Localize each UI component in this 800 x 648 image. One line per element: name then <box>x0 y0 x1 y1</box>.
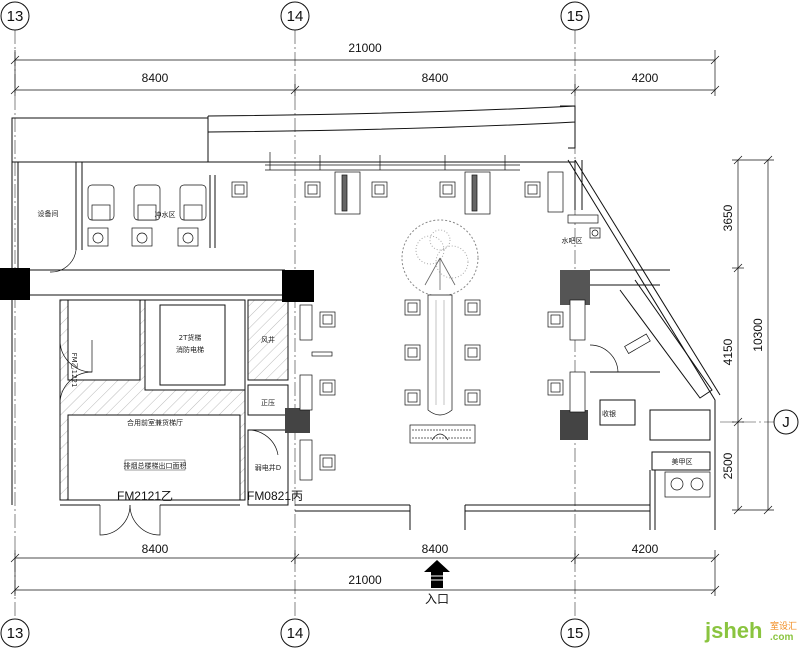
styling-stations <box>231 171 651 481</box>
dim-right-seg-3: 2500 <box>721 452 735 479</box>
room-elevator: 2T货梯消防电梯 <box>176 333 204 354</box>
tree-icon <box>401 219 479 297</box>
central-island <box>409 294 476 444</box>
grid-bubble-J: J <box>773 409 799 435</box>
svg-text:13: 13 <box>7 8 24 25</box>
svg-text:15: 15 <box>567 625 584 642</box>
svg-text:室设汇: 室设汇 <box>770 620 797 632</box>
dim-bottom-seg-3: 4200 <box>632 542 659 556</box>
room-wash-area: 冲水区 <box>155 210 176 219</box>
top-counter <box>265 152 520 171</box>
entrance-label: 入口 <box>425 592 449 606</box>
structural-columns <box>0 268 590 440</box>
room-water-bar: 水吧区 <box>562 236 583 245</box>
grid-bubble-14-bottom: 14 <box>280 618 310 648</box>
walls <box>11 105 721 530</box>
svg-text:J: J <box>782 414 790 431</box>
nail-stools <box>664 471 711 498</box>
room-lobby: 合用前室兼货梯厅 <box>127 418 183 427</box>
dim-top-seg-3: 4200 <box>632 71 659 85</box>
room-nail-area: 美甲区 <box>672 457 693 466</box>
dim-top-seg-1: 8400 <box>142 71 169 85</box>
room-shaft: 风井 <box>261 335 275 344</box>
lobby-sign: 排烟总楼梯出口面积 <box>124 459 187 471</box>
room-equipment: 设备间 <box>38 209 59 218</box>
wash-chairs <box>87 184 207 221</box>
watermark-logo: jsheh .com 室设汇 <box>704 618 797 643</box>
dim-bottom-seg-1: 8400 <box>142 542 169 556</box>
doors <box>49 249 619 536</box>
grid-bubble-14-top: 14 <box>280 1 310 31</box>
dim-top-seg-2: 8400 <box>422 71 449 85</box>
dim-bottom-total: 21000 <box>348 573 382 587</box>
dimension-top <box>10 50 720 96</box>
door-tag-bottom: FM2121乙 <box>117 489 173 503</box>
svg-text:14: 14 <box>287 8 304 25</box>
dim-right-seg-1: 3650 <box>721 204 735 231</box>
dim-right-seg-2: 4150 <box>721 338 735 365</box>
svg-text:.com: .com <box>770 632 793 643</box>
dim-top-total: 21000 <box>348 41 382 55</box>
dimension-right <box>732 155 774 515</box>
dim-right-total: 10300 <box>751 318 765 352</box>
svg-text:排烟总楼梯出口面积: 排烟总楼梯出口面积 <box>124 461 187 470</box>
door-tag-left: FM乙1221 <box>70 353 78 388</box>
svg-text:jsheh: jsheh <box>704 618 762 643</box>
room-pressure: 正压 <box>261 399 275 407</box>
svg-text:15: 15 <box>567 8 584 25</box>
grid-bubble-15-top: 15 <box>560 1 590 31</box>
grid-bubble-15-bottom: 15 <box>560 618 590 648</box>
door-tag-right: FM0821丙 <box>247 489 303 503</box>
entrance-arrow-icon <box>424 560 450 588</box>
dimension-bottom <box>10 550 720 596</box>
svg-text:13: 13 <box>7 625 24 642</box>
grid-bubble-13-top: 13 <box>0 1 30 31</box>
wash-basins <box>87 227 199 247</box>
room-strong-elec: 弱电井D <box>255 463 281 472</box>
svg-text:14: 14 <box>287 625 304 642</box>
dim-bottom-seg-2: 8400 <box>422 542 449 556</box>
room-cashier: 收银 <box>602 409 616 418</box>
grid-bubble-13-bottom: 13 <box>0 618 30 648</box>
